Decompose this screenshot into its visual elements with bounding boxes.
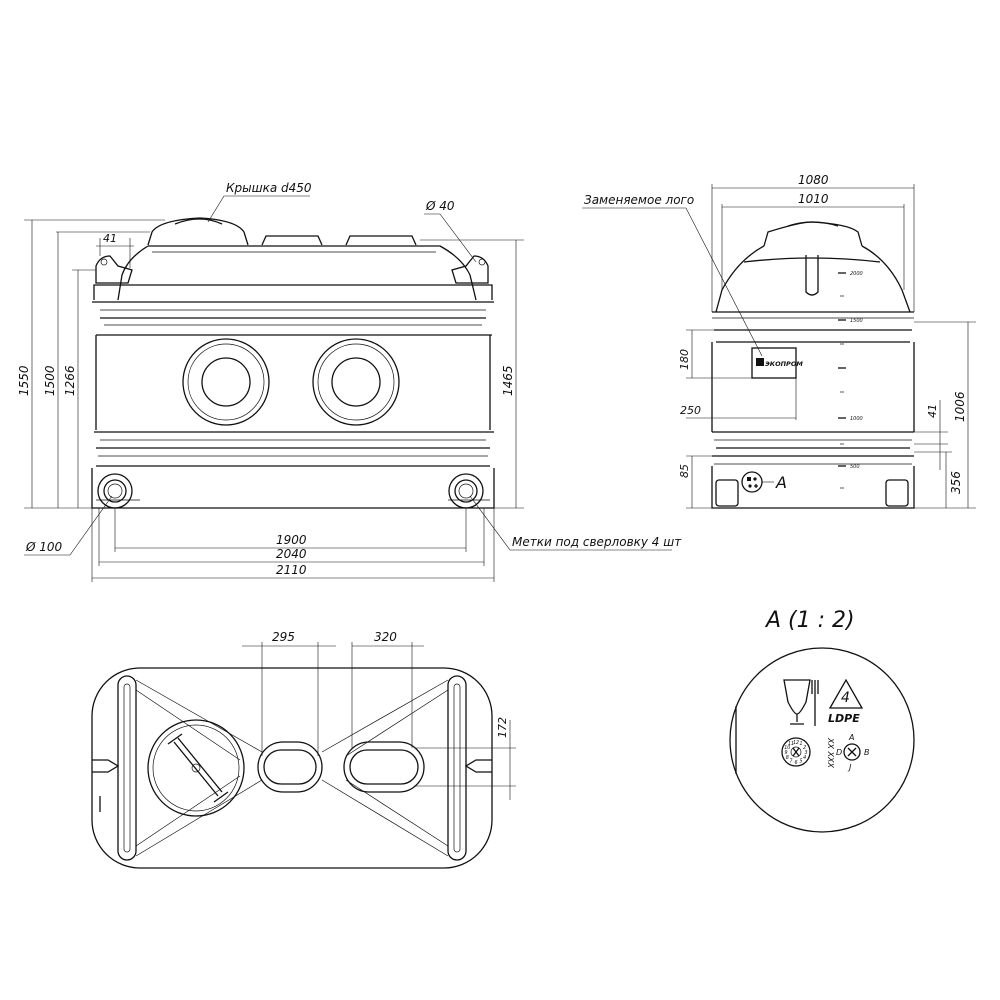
dim-41-side: 41 [926,404,939,418]
dial-letter-a: A [848,733,854,742]
top-dimensions: 295 320 172 [242,630,516,800]
dim-41-front: 41 [103,232,117,245]
drill-marks-label: Метки под сверловку 4 шт [512,535,682,549]
hole-label: Ø 40 [425,199,455,213]
logo-label: Заменяемое лого [584,193,694,207]
dim-1900: 1900 [276,533,307,547]
dim-295: 295 [272,630,295,644]
dim-1266: 1266 [63,365,77,396]
clock-number-11: 11 [788,741,794,747]
clock-number-8: 8 [786,755,789,761]
foot-port-right [448,473,484,509]
scale-mark-1500: 1500 [850,318,863,324]
dim-2040: 2040 [276,547,307,561]
dim-1550: 1550 [17,365,31,396]
dim-1465: 1465 [501,365,515,396]
clock-number-9: 9 [784,750,787,756]
logo-text: ЭКОПРОМ [765,360,803,368]
letter-dial: A B J D [836,733,870,772]
dial-letter-d: D [836,748,842,757]
dim-172: 172 [496,717,509,738]
clock-number-10: 10 [784,745,790,751]
dim-85: 85 [678,464,691,478]
dial-letter-b: B [864,748,870,757]
clock-number-5: 5 [799,759,802,765]
front-view: Крышка d450 Ø 40 41 1550 1500 1266 1465 … [17,181,682,582]
recycle-number: 4 [841,690,850,706]
recycle-icon: 4 LDPE [828,678,864,725]
detail-title: A (1 : 2) [764,608,855,633]
volume-scale: 2000 1500 1000 500 [838,271,863,489]
clock-number-12: 12 [793,740,799,746]
dim-320: 320 [374,630,397,644]
scale-mark-1000: 1000 [850,416,863,422]
dim-1500: 1500 [43,365,57,396]
clock-number-2: 2 [803,745,806,751]
dim-1006: 1006 [953,391,967,422]
front-dimensions: Крышка d450 Ø 40 41 1550 1500 1266 1465 … [17,181,682,582]
clock-number-3: 3 [804,750,807,756]
dim-250: 250 [680,404,701,417]
side-view: ЭКОПРОМ 2000 1500 1000 500 A [582,173,976,509]
dim-180: 180 [678,349,691,370]
inlet-right [312,338,400,426]
inlet-left [182,338,270,426]
lid-label: Крышка d450 [226,181,312,195]
top-view: 295 320 172 [91,630,516,869]
dim-1080: 1080 [798,173,829,187]
top-lid [147,719,245,817]
logo-box: ЭКОПРОМ [751,347,803,379]
clock-number-1: 1 [799,741,802,747]
clock-number-6: 6 [794,760,797,766]
recycle-code: LDPE [828,712,860,725]
dim-2110: 2110 [276,563,307,577]
scale-mark-2000: 2000 [850,271,863,277]
detail-marker-letter: A [775,473,787,492]
dim-1010: 1010 [798,192,829,206]
clock-number-7: 7 [789,759,792,765]
dim-356: 356 [949,471,963,494]
scale-mark-500: 500 [850,464,860,470]
detail-marker: A [741,471,787,493]
clock-number-4: 4 [803,755,806,761]
foot-hole-label: Ø 100 [25,540,63,554]
dial-letter-j: J [847,763,852,772]
date-text: XX XXX [826,737,835,768]
foot-port-left [97,473,133,509]
side-dimensions: 1080 1010 Заменяемое лого 180 250 85 41 … [582,173,976,509]
